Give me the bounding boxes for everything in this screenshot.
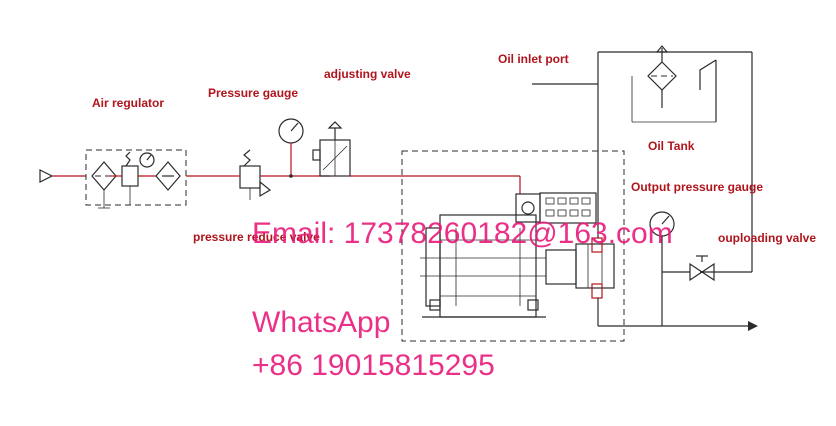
pressure-gauge-symbol xyxy=(278,118,304,178)
watermark-phone: +86 19015815295 xyxy=(252,349,495,382)
label-oil-tank: Oil Tank xyxy=(648,139,695,153)
label-output-pressure-gauge: Output pressure gauge xyxy=(631,180,763,194)
label-air-regulator: Air regulator xyxy=(92,96,164,110)
air-inlet-symbol xyxy=(39,169,86,183)
watermark-whatsapp: WhatsApp xyxy=(252,306,390,339)
booster-pump-symbol xyxy=(420,192,615,318)
label-oil-inlet-port: Oil inlet port xyxy=(498,52,569,66)
oil-tank-symbol xyxy=(597,45,753,273)
output-line xyxy=(597,298,758,331)
oil-inlet-line xyxy=(532,83,599,238)
label-pressure-reduce-valve: pressure reduce valve xyxy=(193,230,320,244)
output-pressure-gauge-symbol xyxy=(649,211,675,326)
unloading-valve-symbol xyxy=(662,255,715,282)
air-regulator-symbol xyxy=(85,149,232,209)
label-pressure-gauge: Pressure gauge xyxy=(208,86,298,100)
label-unloading-valve: ouploading valve xyxy=(718,231,816,245)
label-adjusting-valve: adjusting valve xyxy=(324,67,411,81)
pressure-reduce-valve-symbol xyxy=(232,149,330,200)
pump-enclosure xyxy=(401,150,625,342)
adjusting-valve-symbol xyxy=(312,121,521,194)
watermark-email: Email: 17378260182@163.com xyxy=(252,217,673,250)
